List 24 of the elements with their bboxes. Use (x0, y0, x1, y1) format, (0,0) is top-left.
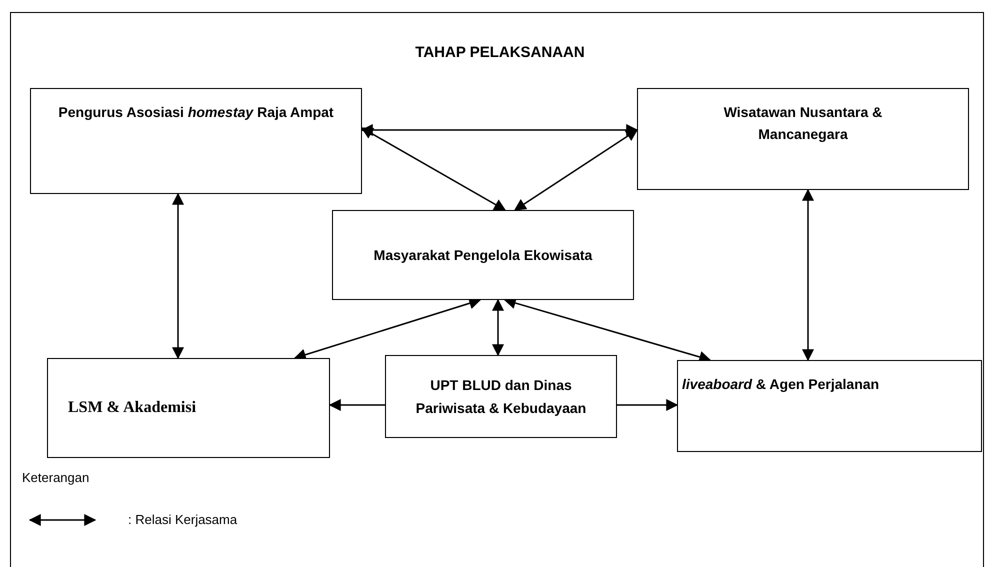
process-box (385, 355, 617, 438)
arrow (360, 127, 506, 211)
legend-label: : Relasi Kerjasama (128, 512, 238, 527)
diagram-title: TAHAP PELAKSANAAN (414, 44, 586, 61)
process-box (47, 358, 330, 458)
process-box (30, 88, 362, 194)
arrow (360, 124, 638, 136)
legend-heading: Keterangan (22, 470, 90, 485)
arrow (617, 399, 678, 411)
arrow (294, 298, 482, 360)
arrow (328, 399, 385, 411)
box-label: Masyarakat Pengelola Ekowisata (374, 246, 592, 265)
box-label: Wisatawan Nusantara & Mancanegara (722, 103, 884, 144)
box-label: LSM & Akademisi (68, 398, 196, 418)
box-label: Pengurus Asosiasi homestay Raja Ampat (58, 103, 334, 122)
process-box (677, 360, 982, 452)
arrow (802, 188, 814, 362)
arrow (172, 192, 184, 360)
box-label: liveaboard & Agen Perjalanan (682, 375, 880, 394)
arrow (492, 298, 504, 356)
process-box (332, 210, 634, 300)
arrow (514, 129, 638, 211)
box-label: UPT BLUD dan Dinas Pariwisata & Kebudayaan (414, 376, 588, 418)
process-box (637, 88, 969, 190)
